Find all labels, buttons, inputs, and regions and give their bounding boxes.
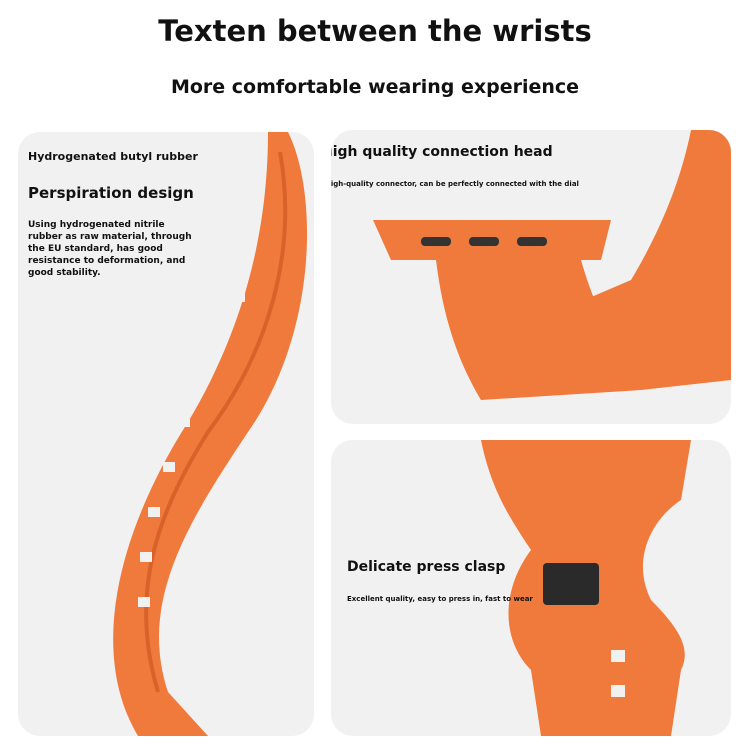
material-tag: Hydrogenated butyl rubber <box>28 150 198 163</box>
connector-heading: High quality connection head <box>331 144 553 160</box>
connector-image <box>373 130 731 400</box>
page-subtitle: More comfortable wearing experience <box>170 76 580 98</box>
connector-panel: High quality connection head High-qualit… <box>331 130 731 424</box>
page-title: Texten between the wrists <box>158 14 592 48</box>
clasp-body: Excellent quality, easy to press in, fas… <box>347 595 533 603</box>
material-body: Using hydrogenated nitrile rubber as raw… <box>28 220 192 278</box>
clasp-image <box>481 440 691 736</box>
material-panel: Hydrogenated butyl rubber Perspiration d… <box>18 132 314 736</box>
clasp-heading: Delicate press clasp <box>347 559 506 575</box>
connector-body: High-quality connector, can be perfectly… <box>331 180 579 188</box>
material-heading: Perspiration design <box>28 184 194 202</box>
clasp-panel: Delicate press clasp Excellent quality, … <box>331 440 731 736</box>
band-image <box>113 132 308 736</box>
